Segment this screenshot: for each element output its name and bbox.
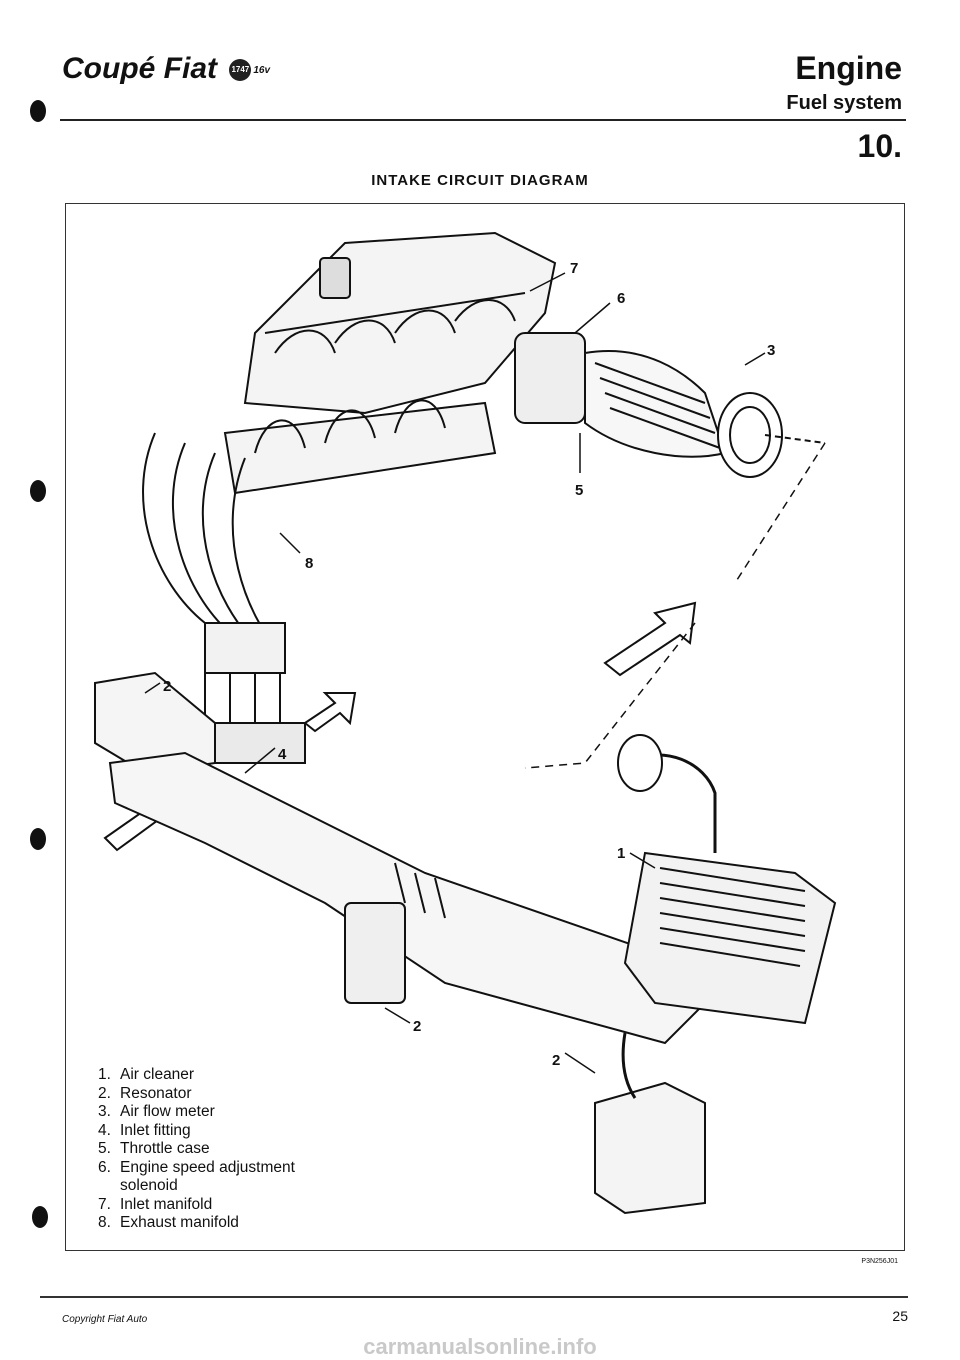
callout-label: 2	[552, 1052, 560, 1069]
throttle-and-airflow-drawing	[514, 332, 826, 478]
exhaust-manifold-drawing	[142, 432, 306, 764]
figure-code: P3N256J01	[861, 1258, 898, 1265]
diagram-frame	[65, 203, 905, 1251]
brand-name: Coupé Fiat	[62, 52, 217, 85]
header-rule	[60, 119, 906, 121]
resonator-drawing	[594, 1081, 706, 1215]
chapter-title: Engine	[795, 50, 902, 86]
legend-item: 8.Exhaust manifold	[98, 1214, 239, 1231]
callout-label: 8	[305, 555, 313, 572]
page-number: 25	[892, 1308, 908, 1324]
exhaust-arrow-icon	[303, 692, 357, 733]
legend-item: 6.Engine speed adjustment solenoid	[98, 1158, 295, 1195]
callout-label: 1	[617, 845, 625, 862]
inlet-manifold-drawing	[223, 231, 557, 495]
copyright-text: Copyright Fiat Auto	[62, 1314, 148, 1325]
punch-hole	[30, 480, 46, 502]
legend-item: 3.Air flow meter	[98, 1103, 215, 1120]
airflow-arrow-icon	[603, 601, 697, 677]
callout-label: 7	[570, 260, 578, 277]
callout-label: 4	[278, 746, 287, 763]
callout-label: 6	[617, 290, 625, 307]
legend-item: 5.Throttle case	[98, 1140, 210, 1157]
intake-circuit-illustration: 7 6 3 5 8 2 4 1 2 2	[94, 231, 837, 1215]
engine-variant: 16v	[253, 64, 271, 76]
legend-item: 4.Inlet fitting	[98, 1121, 191, 1139]
callout-label: 2	[413, 1018, 421, 1035]
punch-hole	[32, 1206, 48, 1228]
diagram-title: INTAKE CIRCUIT DIAGRAM	[371, 172, 589, 189]
callout-label: 3	[767, 342, 775, 359]
parts-legend: 1.Air cleaner 2.Resonator 3.Air flow met…	[98, 1066, 340, 1233]
footer-rule	[40, 1296, 908, 1298]
callout-label: 2	[163, 678, 171, 695]
punch-hole	[30, 828, 46, 850]
callout-label: 5	[575, 482, 583, 499]
inlet-duct-drawing	[94, 671, 707, 1045]
watermark: carmanualsonline.info	[363, 1334, 597, 1359]
legend-item: 7.Inlet manifold	[98, 1195, 213, 1213]
legend-item: 2.Resonator	[98, 1084, 192, 1102]
section-number: 10.	[857, 128, 902, 164]
chapter-subtitle: Fuel system	[786, 92, 902, 114]
fiat-badge-icon: 1747	[229, 59, 252, 82]
air-cleaner-drawing	[617, 734, 837, 1025]
punch-hole	[30, 100, 46, 122]
legend-item: 1.Air cleaner	[98, 1066, 195, 1083]
